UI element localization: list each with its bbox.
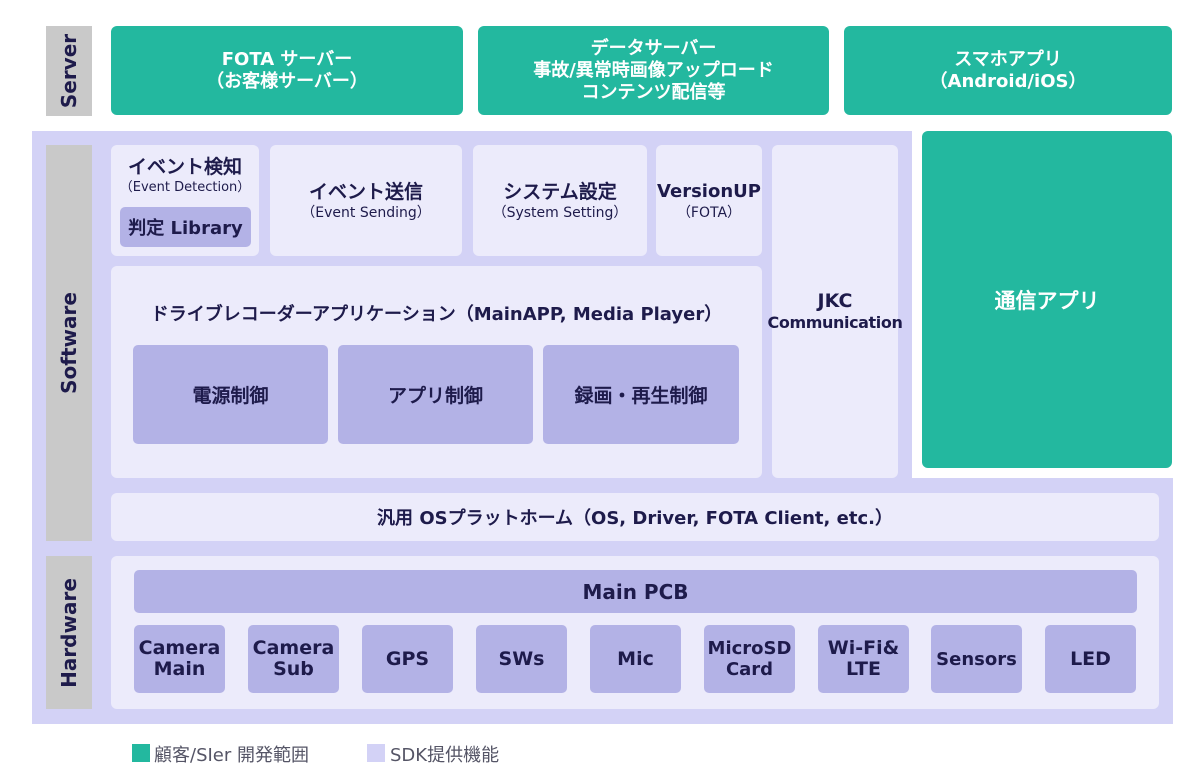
jkc-subtitle: Communication [767,313,903,332]
app-control-module: アプリ制御 [338,345,533,444]
event-sending-box: イベント送信 （Event Sending） [270,145,462,256]
legend-customer-label: 顧客/SIer 開発範囲 [154,745,309,766]
hw-sensors: Sensors [931,625,1022,693]
jkc-title: JKC [817,290,853,312]
system-setting-subtitle: （System Setting） [492,204,628,221]
fota-server-subtitle: （お客様サーバー） [206,70,368,92]
hw-mic: Mic [590,625,681,693]
fota-server-box: FOTA サーバー （お客様サーバー） [111,26,463,115]
communication-app-box: 通信アプリ [922,131,1172,468]
data-server-box: データサーバー 事故/異常時画像アップロード コンテンツ配信等 [478,26,829,115]
hw-sws: SWs [476,625,567,693]
event-detection-box: イベント検知 （Event Detection） 判定 Library [111,145,259,256]
main-pcb-box: Main PCB [134,570,1137,613]
hw-gps: GPS [362,625,453,693]
jkc-communication-box: JKC Communication [768,145,903,478]
legend-sdk-label: SDK提供機能 [390,745,500,766]
version-up-box: VersionUP （FOTA） [656,145,762,256]
judgement-library-box: 判定 Library [120,207,251,247]
smartphone-app-box: スマホアプリ （Android/iOS） [844,26,1172,115]
event-detection-title: イベント検知 [127,156,242,178]
event-detection-subtitle: （Event Detection） [119,180,251,195]
data-server-line3: コンテンツ配信等 [581,81,726,103]
data-server-title: データサーバー [590,37,717,59]
system-setting-box: システム設定 （System Setting） [473,145,647,256]
version-up-subtitle: （FOTA） [676,204,742,221]
hw-microsd-card: MicroSD Card [704,625,795,693]
hw-camera-sub: Camera Sub [248,625,339,693]
os-platform-box: 汎用 OSプラットホーム（OS, Driver, FOTA Client, et… [111,493,1159,541]
legend-customer-swatch [132,744,150,762]
hw-led: LED [1045,625,1136,693]
power-control-module: 電源制御 [133,345,328,444]
version-up-title: VersionUP [657,180,761,202]
hardware-layer-label: Hardware [46,556,92,709]
data-server-line2: 事故/異常時画像アップロード [533,59,774,81]
recording-playback-control-module: 録画・再生制御 [543,345,739,444]
fota-server-title: FOTA サーバー [221,48,353,70]
smartphone-app-subtitle: （Android/iOS） [929,70,1087,92]
event-sending-subtitle: （Event Sending） [301,204,431,221]
hw-wifi-lte: Wi-Fi& LTE [818,625,909,693]
system-setting-title: システム設定 [503,180,617,203]
legend-sdk-swatch [367,744,385,762]
server-layer-label: Server [46,26,92,116]
smartphone-app-title: スマホアプリ [954,48,1062,70]
event-sending-title: イベント送信 [308,180,423,203]
software-layer-label: Software [46,145,92,541]
hw-camera-main: Camera Main [134,625,225,693]
main-app-title: ドライブレコーダーアプリケーション（MainAPP, Media Player） [150,304,723,325]
main-app-box: ドライブレコーダーアプリケーション（MainAPP, Media Player）… [111,266,762,478]
